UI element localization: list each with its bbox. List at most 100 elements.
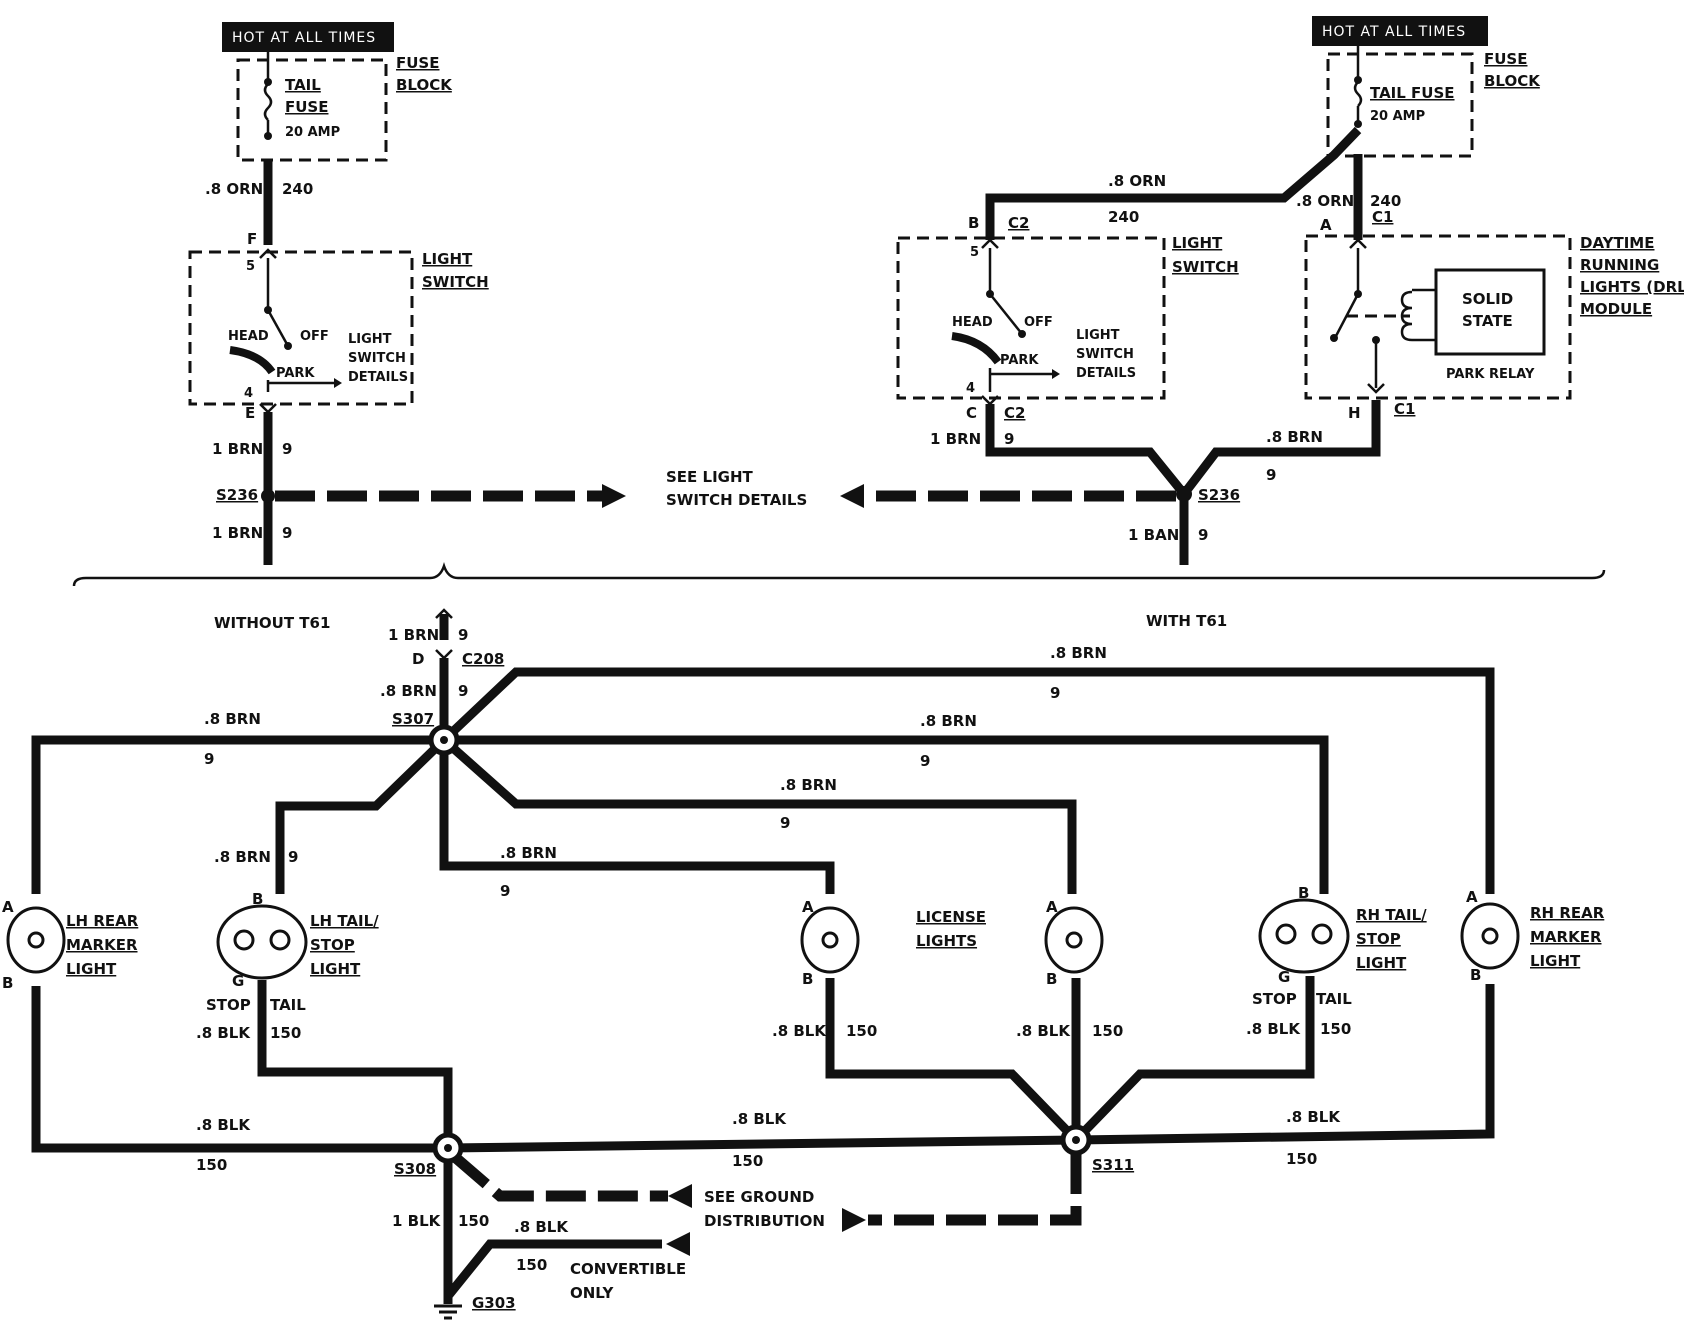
- switch-details-label-2: SWITCH: [348, 351, 406, 366]
- wire-color-label: .8 BLK: [1246, 1020, 1301, 1038]
- wire-color-label: 1 BRN: [930, 430, 981, 448]
- wire-color-label: 1 BLK: [392, 1212, 442, 1230]
- pin-label: B: [252, 890, 263, 908]
- right-upper-circuit: HOT AT ALL TIMES TAIL FUSE 20 AMP FUSE B…: [840, 16, 1684, 565]
- fuse-block-label: FUSE: [396, 54, 439, 72]
- circuit-number-label: 150: [1320, 1020, 1351, 1038]
- lower-circuit: 1 BRN 9 D C208 .8 BRN 9 S307 .8 BRN 9 .8…: [2, 608, 1605, 1320]
- circuit-number-label: 150: [516, 1256, 547, 1274]
- circuit-number-label: 9: [458, 626, 468, 644]
- off-label: OFF: [300, 329, 329, 344]
- hot-label-box-right: [1312, 16, 1488, 46]
- pin-label: B: [1298, 884, 1309, 902]
- arrow-left-icon: [668, 1184, 692, 1208]
- stop-label: STOP: [206, 996, 251, 1014]
- see-light-switch-details-2: SWITCH DETAILS: [666, 491, 807, 509]
- circuit-number-label: 150: [1286, 1150, 1317, 1168]
- pin-label: 5: [970, 245, 979, 260]
- wire-color-label: .8 BRN: [1050, 644, 1107, 662]
- switch-details-label-right: LIGHT: [1076, 328, 1120, 343]
- circuit-number-label: 150: [270, 1024, 301, 1042]
- pin-label: A: [1466, 888, 1478, 906]
- circuit-number-label: 9: [282, 524, 292, 542]
- wire-color-label: 1 BAN: [1128, 526, 1179, 544]
- pin-label: G: [1278, 968, 1290, 986]
- hot-at-all-times-right: HOT AT ALL TIMES: [1322, 24, 1466, 40]
- pin-label: B: [1046, 970, 1057, 988]
- connector-label: C1: [1372, 208, 1393, 226]
- tail-fuse-label-right: TAIL FUSE: [1370, 84, 1455, 102]
- circuit-number-label: 9: [1198, 526, 1208, 544]
- circuit-number-label: 9: [288, 848, 298, 866]
- lamp-bulb-icon: [1311, 923, 1333, 945]
- circuit-number-label: 150: [732, 1152, 763, 1170]
- lamp-label-3: LIGHT: [1530, 952, 1581, 970]
- wire-color-label: 1 BRN: [388, 626, 439, 644]
- pin-label: A: [1320, 216, 1332, 234]
- splice-label: S307: [392, 710, 434, 728]
- wire-color-label: .8 BRN: [780, 776, 837, 794]
- wire-color-label: .8 BLK: [196, 1024, 251, 1042]
- see-ground-distribution: SEE GROUND: [704, 1188, 814, 1206]
- lamp-label-2: STOP: [1356, 930, 1401, 948]
- fuse-amp-label: 20 AMP: [285, 125, 340, 140]
- rh-tail-stop-light: B G RH TAIL/ STOP LIGHT STOP TAIL: [1252, 884, 1427, 1008]
- park-relay-label: PARK RELAY: [1446, 367, 1535, 382]
- pin-label: G: [232, 972, 244, 990]
- lamp-label-3: LIGHT: [66, 960, 117, 978]
- fuse-terminal-icon: [264, 132, 272, 140]
- convertible-only-label-2: ONLY: [570, 1284, 615, 1302]
- tail-label: TAIL: [1316, 990, 1352, 1008]
- hot-label-box-left: [222, 22, 394, 52]
- head-label-right: HEAD: [952, 315, 993, 330]
- splice-label: S236: [1198, 486, 1240, 504]
- circuit-number-label: 9: [458, 682, 468, 700]
- pin-label: C: [966, 404, 977, 422]
- light-switch-label-right: LIGHT: [1172, 234, 1223, 252]
- fuse-amp-label-right: 20 AMP: [1370, 109, 1425, 124]
- fuse-terminal-icon: [1354, 76, 1362, 84]
- lamp-bulb-icon: [269, 929, 291, 951]
- pin-label: 4: [244, 386, 253, 401]
- circuit-number-label: 240: [282, 180, 313, 198]
- arrow-left-icon: [666, 1232, 690, 1256]
- wire-color-label: 1 BRN: [212, 440, 263, 458]
- switch-details-label: LIGHT: [348, 332, 392, 347]
- wire-color-label: .8 BRN: [380, 682, 437, 700]
- fuse-block-right: [1326, 52, 1474, 158]
- left-upper-circuit: HOT AT ALL TIMES TAIL FUSE 20 AMP FUSE B…: [188, 22, 626, 565]
- drl-label-3: LIGHTS (DRL): [1580, 278, 1684, 296]
- wire-color-label: .8 BRN: [1266, 428, 1323, 446]
- wire-color-label: .8 BRN: [214, 848, 271, 866]
- circuit-number-label: 9: [1266, 466, 1276, 484]
- switch-details-label-right-3: DETAILS: [1076, 366, 1136, 381]
- fuse-block-label-2: BLOCK: [396, 76, 453, 94]
- splice-label: S308: [394, 1160, 436, 1178]
- circuit-number-label: 9: [920, 752, 930, 770]
- lamp-label: RH REAR: [1530, 904, 1605, 922]
- hot-at-all-times-left: HOT AT ALL TIMES: [232, 30, 376, 46]
- wire-color-label: .8 BLK: [1286, 1108, 1341, 1126]
- drl-module: [1304, 234, 1572, 400]
- with-t61-label: WITH T61: [1146, 612, 1227, 630]
- connector-arrow-icon: [259, 248, 277, 259]
- light-switch-label-right-2: SWITCH: [1172, 258, 1239, 276]
- drl-label: DAYTIME: [1580, 234, 1654, 252]
- splice-label: S311: [1092, 1156, 1134, 1174]
- pin-label: A: [802, 898, 814, 916]
- lamp-label-3: LIGHT: [1356, 954, 1407, 972]
- license-lights-label-2: LIGHTS: [916, 932, 977, 950]
- connector-label: C208: [462, 650, 504, 668]
- pin-label: 4: [966, 381, 975, 396]
- pin-label: A: [1046, 898, 1058, 916]
- switch-details-label-right-2: SWITCH: [1076, 347, 1134, 362]
- wire-color-label: .8 BLK: [514, 1218, 569, 1236]
- lh-rear-marker-light: A B LH REAR MARKER LIGHT: [2, 898, 139, 992]
- light-switch-label: LIGHT: [422, 250, 473, 268]
- wire-color-label: 1 BRN: [212, 524, 263, 542]
- without-t61-label: WITHOUT T61: [214, 614, 330, 632]
- license-light-left: A B: [800, 898, 860, 988]
- circuit-number-label: 150: [1092, 1022, 1123, 1040]
- license-lights-label: LICENSE: [916, 908, 986, 926]
- circuit-number-label: 9: [1004, 430, 1014, 448]
